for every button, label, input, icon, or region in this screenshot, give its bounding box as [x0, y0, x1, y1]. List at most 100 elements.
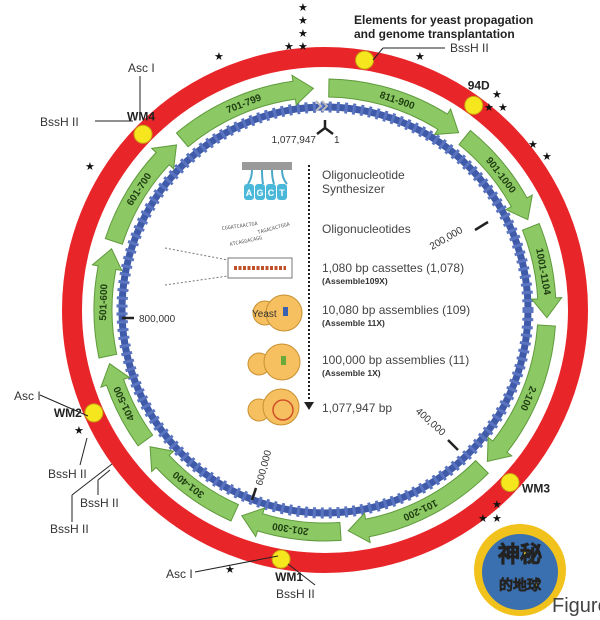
asc-label-wm1: Asc I	[166, 567, 193, 581]
cassette-segment-arrow	[521, 222, 563, 319]
marker-wm1-dot	[271, 549, 291, 569]
step-100k-sub: (Assemble 1X)	[322, 368, 381, 378]
cassette-segment-arrow	[104, 144, 178, 245]
svg-text:600,000: 600,000	[254, 449, 274, 487]
yeast-cell-icon-3	[247, 388, 300, 426]
figure-caption: Figure 1	[552, 595, 600, 617]
svg-text:的地球: 的地球	[499, 577, 542, 594]
step-cassettes: 1,080 bp cassettes (1,078)	[322, 261, 464, 275]
svg-text:200,000: 200,000	[428, 225, 465, 253]
svg-text:★: ★	[298, 1, 308, 14]
marker-wm3-label: WM3	[522, 482, 550, 496]
yeast-label: Yeast	[252, 309, 277, 320]
cassette-segments: 811-900901-10001001-11042-100101-200201-…	[91, 74, 563, 544]
marker-wm4-label: WM4	[127, 109, 155, 123]
oligonucleotides-icon: CGGATCAACTGA TAGACACTGGA ATCAGGACAGG	[221, 221, 290, 248]
cassette-segment-arrow	[328, 78, 460, 136]
asc-label-wm4: Asc I	[128, 61, 155, 75]
bssh-label-wm2: BssH II	[48, 467, 87, 481]
svg-text:★: ★	[492, 498, 502, 511]
svg-text:★: ★	[542, 150, 552, 163]
step-full-genome: 1,077,947 bp	[322, 401, 392, 415]
oligo-synthesizer-icon	[242, 162, 292, 185]
position-label-start: 1	[334, 135, 340, 146]
synth-letter: A	[246, 188, 253, 198]
marker-94d-label: 94D	[468, 78, 490, 92]
yeast-cell-icon-2	[247, 343, 301, 381]
svg-text:★: ★	[478, 512, 488, 525]
marker-wm1-label: WM1	[275, 570, 303, 584]
step-oligonucleotides: Oligonucleotides	[322, 222, 411, 236]
bssh-label-wm4: BssH II	[40, 115, 79, 129]
svg-text:★: ★	[298, 40, 308, 53]
cassette-icon	[164, 247, 293, 286]
step-100k-assemblies: 100,000 bp assemblies (11)	[322, 353, 469, 367]
marker-wm3-dot	[500, 473, 520, 493]
genome-ring-texture	[116, 101, 534, 519]
synth-letter: G	[256, 188, 263, 198]
svg-text:CGGATCAACTGA: CGGATCAACTGA	[221, 221, 258, 232]
step-synthesizer-line2: Synthesizer	[322, 182, 385, 196]
cassette-segment-arrow	[100, 362, 154, 447]
svg-text:★: ★	[214, 50, 224, 63]
cassette-segment-arrow	[91, 248, 123, 359]
marker-wm4-dot	[133, 124, 153, 144]
marker-wm2-label: WM2	[54, 406, 82, 420]
synth-letter: C	[268, 188, 275, 198]
synth-bottle-icon	[277, 184, 287, 200]
svg-text:★: ★	[498, 101, 508, 114]
svg-text:神秘: 神秘	[498, 542, 542, 568]
cassette-segment-label: 501-600	[98, 283, 110, 320]
position-600000: 600,000	[250, 449, 274, 501]
svg-text:800,000: 800,000	[139, 314, 176, 325]
svg-text:★: ★	[284, 40, 294, 53]
svg-text:★: ★	[225, 563, 235, 576]
marker-94d-dot	[464, 95, 484, 115]
svg-text:★: ★	[85, 160, 95, 173]
marker-top-dot	[355, 50, 375, 70]
svg-text:★: ★	[74, 424, 84, 437]
synth-letter: T	[279, 188, 285, 198]
bssh-label-top: BssH II	[450, 41, 489, 55]
svg-text:ATCAGGACAGG: ATCAGGACAGG	[229, 235, 263, 248]
header-note-line2: and genome transplantation	[354, 27, 515, 41]
synth-bottle-icon	[255, 184, 265, 200]
position-label-end: 1,077,947	[272, 135, 317, 146]
cassette-segment-arrow	[241, 507, 342, 542]
svg-text:★: ★	[298, 27, 308, 40]
watermark-logo: 神秘 的地球	[474, 524, 566, 616]
svg-text:★: ★	[298, 14, 308, 27]
svg-text:★: ★	[528, 138, 538, 151]
site-labels	[39, 47, 445, 586]
svg-text:★: ★	[484, 101, 494, 114]
svg-text:★: ★	[492, 88, 502, 101]
bssh-label-left2: BssH II	[80, 496, 119, 510]
svg-text:★: ★	[415, 50, 425, 63]
origin-break-icon	[315, 100, 329, 112]
synth-bottle-icon	[266, 184, 276, 200]
vector-ring	[62, 47, 588, 573]
svg-text:★: ★	[492, 512, 502, 525]
workflow-arrowhead-icon	[304, 402, 314, 410]
cassette-segment-arrow	[347, 459, 490, 544]
marker-wm2-dot	[84, 403, 104, 423]
position-400000: 400,000	[413, 406, 459, 451]
cassette-segment-arrow	[458, 129, 533, 221]
cassette-segment-arrow	[175, 74, 315, 148]
step-10k-sub: (Assemble 11X)	[322, 318, 385, 328]
position-200000: 200,000	[428, 220, 489, 253]
step-cassettes-sub: (Assemble109X)	[322, 276, 388, 286]
yeast-cell-icon-1	[252, 294, 303, 332]
step-synthesizer-line1: Oligonucleotide	[322, 168, 405, 182]
svg-text:TAGACACTGGA: TAGACACTGGA	[257, 222, 291, 236]
svg-text:400,000: 400,000	[413, 406, 448, 439]
bssh-label-wm1: BssH II	[276, 587, 315, 601]
asc-label-wm2: Asc I	[14, 389, 41, 403]
mutation-stars: ★★★ ★★ ★★ ★★★ ★★★ ★★★ ★★	[74, 1, 552, 576]
cassette-segment-arrow	[149, 446, 240, 522]
synth-bottle-icon	[244, 184, 254, 200]
position-800000: 800,000	[122, 314, 176, 325]
bssh-label-left3: BssH II	[50, 522, 89, 536]
header-note-line1: Elements for yeast propagation	[354, 13, 533, 27]
